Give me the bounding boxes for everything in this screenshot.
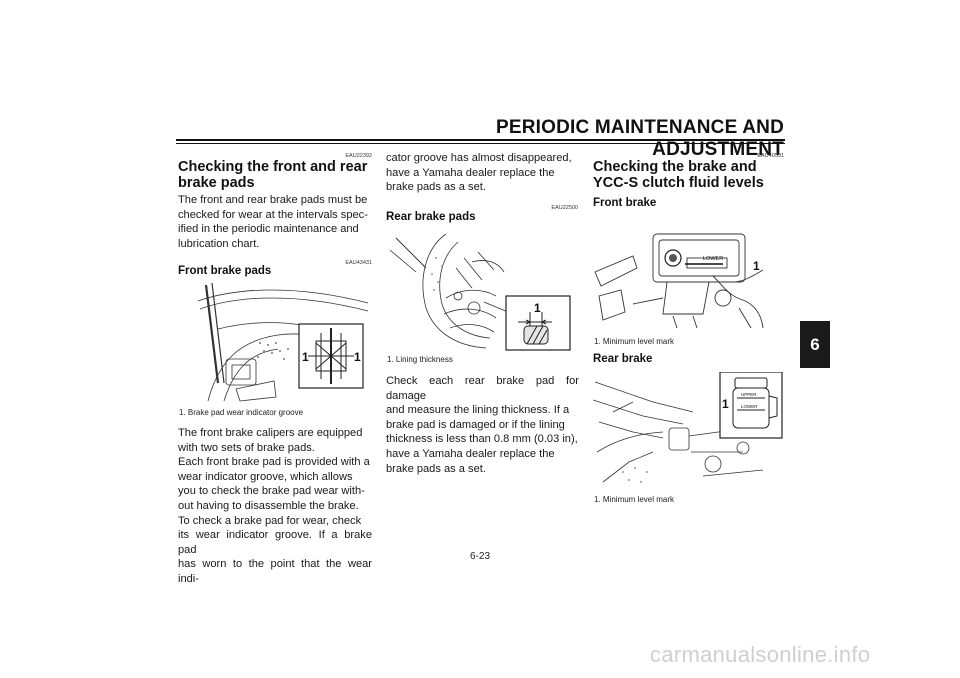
figure-callout: 1 bbox=[753, 259, 760, 273]
figure-callout: 1 bbox=[534, 301, 541, 315]
text-line: with two sets of brake pads. bbox=[178, 441, 315, 454]
subsection-code: EAU43431 bbox=[345, 260, 372, 266]
subsection-title-front-pads: Front brake pads bbox=[178, 265, 272, 277]
rear-brake-caption: 1. Minimum level mark bbox=[594, 495, 675, 504]
text-line: you to check the brake pad wear with- bbox=[178, 485, 365, 498]
text-line: thickness is less than 0.8 mm (0.03 in), bbox=[386, 433, 578, 446]
front-brake-pad-illustration: 1 1 bbox=[197, 283, 369, 402]
subsection-code: EAU22500 bbox=[551, 205, 578, 211]
intro-paragraph: The front and rear brake pads must be ch… bbox=[178, 193, 372, 251]
reservoir-lower-label: LOWER bbox=[703, 256, 723, 262]
text-line: brake pad is damaged or if the lining bbox=[386, 418, 565, 431]
front-brake-reservoir-illustration: LOWER 1 bbox=[594, 233, 764, 329]
header-rule-thin bbox=[176, 143, 785, 144]
reservoir-upper-label: UPPER bbox=[741, 392, 757, 397]
continuation-paragraph: cator groove has almost disappeared, hav… bbox=[386, 151, 579, 195]
text-line: brake pads as a set. bbox=[386, 462, 486, 475]
figure-callout-right: 1 bbox=[354, 350, 361, 364]
section-title-line2: YCC-S clutch fluid levels bbox=[593, 175, 764, 191]
watermark: carmanualsonline.info bbox=[650, 642, 871, 667]
rear-pads-caption: 1. Lining thickness bbox=[387, 355, 453, 364]
section-code: EAU40591 bbox=[757, 153, 784, 159]
header-rule bbox=[176, 139, 785, 141]
page-header-title: PERIODIC MAINTENANCE AND ADJUSTMENT bbox=[495, 117, 784, 160]
subsection-title-front-brake: Front brake bbox=[593, 197, 657, 209]
text-line: wear indicator groove, which allows bbox=[178, 470, 353, 483]
rear-brake-pad-illustration: 1 bbox=[389, 233, 571, 351]
subsection-title-rear-pads: Rear brake pads bbox=[386, 211, 476, 223]
figure-callout-left: 1 bbox=[302, 350, 309, 364]
figure-callout: 1 bbox=[722, 397, 729, 411]
reservoir-lower-label: LOWER bbox=[741, 404, 758, 409]
section-title-line1: Checking the front and rear bbox=[178, 159, 368, 175]
text-line: Check each rear brake pad for damage bbox=[386, 375, 579, 402]
text-line: The front brake calipers are equipped bbox=[178, 427, 363, 439]
chapter-tab: 6 bbox=[800, 321, 830, 368]
page-number: 6-23 bbox=[469, 551, 490, 562]
text-line: have a Yamaha dealer replace the bbox=[386, 166, 555, 179]
section-title-line1: Checking the brake and bbox=[593, 159, 757, 175]
text-line: To check a brake pad for wear, check bbox=[178, 514, 362, 527]
section-code: EAU22392 bbox=[345, 153, 372, 159]
text-line: has worn to the point that the wear indi… bbox=[178, 558, 372, 585]
text-line: brake pads as a set. bbox=[386, 181, 486, 194]
subsection-title-rear-brake: Rear brake bbox=[593, 353, 653, 365]
front-pads-paragraph: The front brake calipers are equipped wi… bbox=[178, 426, 372, 587]
text-line: have a Yamaha dealer replace the bbox=[386, 447, 555, 460]
text-line: checked for wear at the intervals spec- bbox=[178, 208, 368, 221]
text-line: Each front brake pad is provided with a bbox=[178, 456, 370, 469]
text-line: lubrication chart. bbox=[178, 237, 260, 250]
front-brake-caption: 1. Minimum level mark bbox=[594, 337, 675, 346]
text-line: cator groove has almost disappeared, bbox=[386, 152, 572, 164]
section-title-line2: brake pads bbox=[178, 175, 255, 191]
rear-brake-reservoir-illustration: UPPER LOWER 1 bbox=[593, 372, 783, 483]
text-line: The front and rear brake pads must be bbox=[178, 194, 368, 206]
text-line: out having to disassemble the brake. bbox=[178, 499, 359, 512]
text-line: and measure the lining thickness. If a bbox=[386, 404, 570, 417]
text-line: ified in the periodic maintenance and bbox=[178, 223, 359, 236]
text-line: its wear indicator groove. If a brake pa… bbox=[178, 529, 372, 556]
front-pads-caption: 1. Brake pad wear indicator groove bbox=[179, 408, 304, 417]
rear-pads-paragraph: Check each rear brake pad for damage and… bbox=[386, 374, 579, 476]
